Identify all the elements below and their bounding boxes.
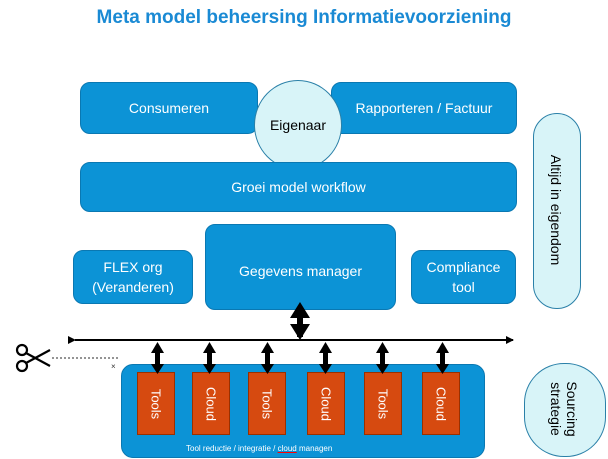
footer-prefix: Tool reductie / integratie / — [186, 444, 278, 453]
tool-box-6: Cloud — [422, 372, 460, 435]
rapporteren-label: Rapporteren / Factuur — [355, 99, 493, 116]
gegevens-connector-arrow — [290, 302, 310, 340]
groei-label: Groei model workflow — [231, 178, 366, 195]
bus-arrow-3 — [261, 342, 274, 374]
cut-marker: × — [111, 362, 116, 371]
footer-suffix: managen — [296, 444, 333, 453]
scissors-icon — [15, 343, 51, 373]
eigenaar-label: Eigenaar — [269, 117, 327, 133]
gegevens-label: Gegevens manager — [239, 263, 362, 279]
flex-box: FLEX org (Veranderen) — [73, 250, 193, 304]
sourcing-pill — [524, 363, 606, 457]
bus-arrow-5 — [376, 342, 389, 374]
tool-box-3: Tools — [248, 372, 286, 435]
gegevens-box: Gegevens manager — [205, 224, 396, 310]
footer-underlined: cloud — [277, 444, 297, 453]
tools-footer-text: Tool reductie / integratie / cloud manag… — [186, 444, 332, 453]
bus-arrow-6 — [436, 342, 449, 374]
diagram-title: Meta model beheersing Informatievoorzien… — [96, 7, 512, 28]
tool-box-5: Tools — [364, 372, 402, 435]
bus-arrow-1 — [151, 342, 164, 374]
groei-box: Groei model workflow — [80, 162, 517, 212]
bus-arrow-4 — [319, 342, 332, 374]
rapporteren-box: Rapporteren / Factuur — [331, 82, 517, 134]
eigendom-pill — [533, 113, 581, 309]
tool-box-2: Cloud — [192, 372, 230, 435]
tool-box-4: Cloud — [307, 372, 345, 435]
bus-arrow-2 — [203, 342, 216, 374]
compliance-label-line2: tool — [452, 279, 475, 295]
flex-label-line2: (Veranderen) — [92, 279, 174, 295]
flex-label-line1: FLEX org — [103, 258, 163, 275]
consumeren-label: Consumeren — [128, 99, 210, 116]
compliance-label-line1: Compliance — [426, 258, 501, 275]
tool-box-1: Tools — [137, 372, 175, 435]
compliance-box: Compliance tool — [411, 250, 516, 304]
